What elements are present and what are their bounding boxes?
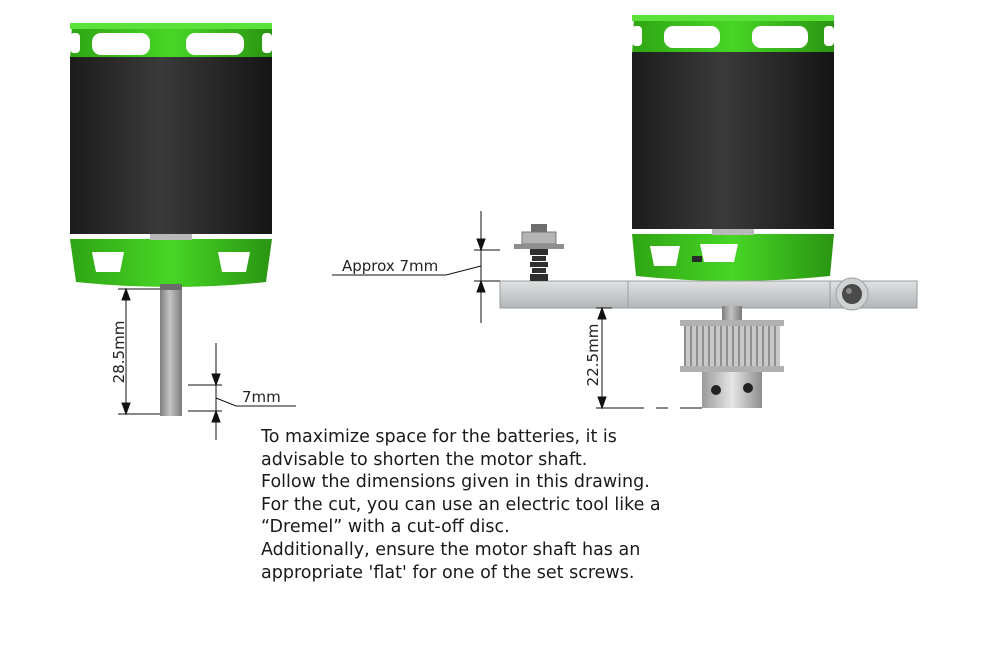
right-motor-top-cap (632, 15, 834, 56)
plate-screw (514, 224, 564, 281)
instruction-paragraph-1: To maximize space for the batteries, it … (261, 427, 617, 470)
left-flat-length-label: 7mm (242, 388, 281, 406)
pulley-depth-dimension (596, 306, 702, 410)
left-motor-top-cap (70, 23, 272, 60)
right-motor-shaft (722, 306, 742, 322)
pulley (680, 320, 784, 408)
right-motor-bottom-base (632, 229, 834, 281)
clearance-dimension (332, 211, 500, 323)
mounting-plate (499, 277, 918, 311)
left-motor-shaft (160, 284, 182, 416)
left-shaft-dimension (118, 287, 160, 416)
right-motor-can (632, 52, 834, 230)
left-flat-dimension (188, 343, 296, 440)
left-motor-can (70, 57, 272, 235)
left-motor-bottom-base (70, 234, 272, 287)
left-motor (70, 23, 272, 416)
instruction-paragraph-2: Follow the dimensions given in this draw… (261, 472, 661, 538)
pulley-depth-label: 22.5mm (584, 324, 602, 387)
instructions-text: To maximize space for the batteries, it … (261, 426, 661, 584)
left-shaft-length-label: 28.5mm (110, 321, 128, 384)
right-motor (632, 15, 834, 281)
clearance-label: Approx 7mm (342, 257, 438, 275)
instruction-paragraph-3: Additionally, ensure the motor shaft has… (261, 539, 641, 583)
